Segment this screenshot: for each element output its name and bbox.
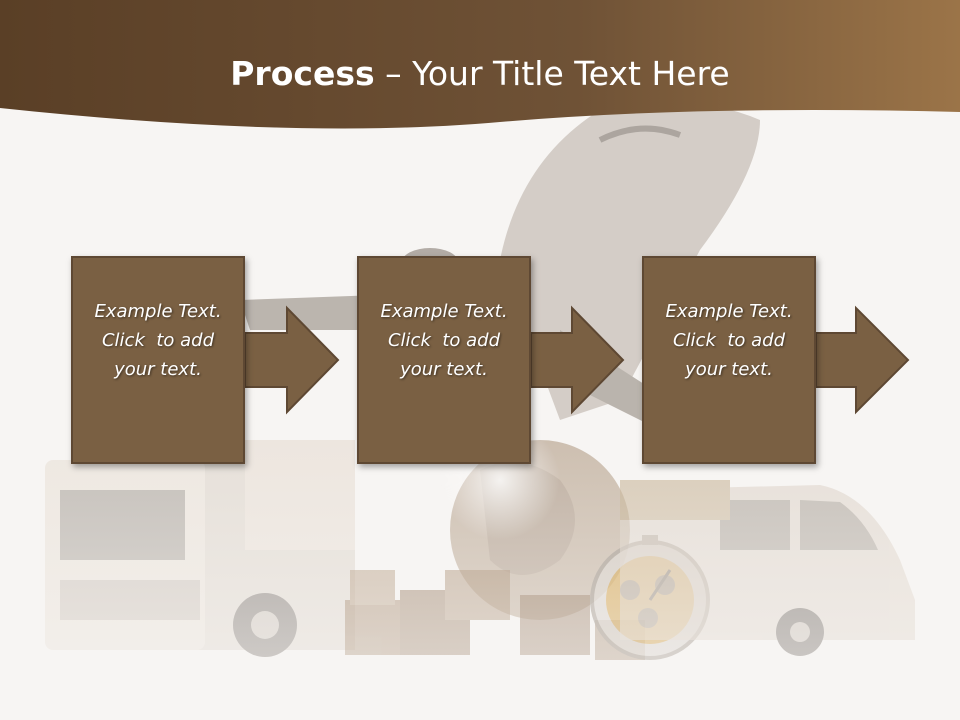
process-arrow: [530, 305, 625, 415]
step-line: your text.: [400, 358, 488, 380]
step-text[interactable]: Example Text. Click to add your text.: [654, 297, 804, 384]
header-band: [0, 0, 960, 129]
step-line: Click to add: [101, 329, 214, 351]
step-line: Example Text.: [380, 300, 508, 322]
step-text[interactable]: Example Text. Click to add your text.: [369, 297, 519, 384]
step-line: Example Text.: [665, 300, 793, 322]
step-line: Click to add: [672, 329, 785, 351]
step-line: Click to add: [387, 329, 500, 351]
title-rest: – Your Title Text Here: [374, 54, 730, 93]
process-step-box[interactable]: Example Text. Click to add your text.: [357, 256, 531, 464]
step-line: Example Text.: [94, 300, 222, 322]
step-text[interactable]: Example Text. Click to add your text.: [83, 297, 233, 384]
process-step-box[interactable]: Example Text. Click to add your text.: [71, 256, 245, 464]
step-line: your text.: [114, 358, 202, 380]
title-bold: Process: [230, 54, 375, 93]
process-step-box[interactable]: Example Text. Click to add your text.: [642, 256, 816, 464]
process-arrow: [244, 305, 340, 415]
process-arrow: [815, 305, 910, 415]
step-line: your text.: [685, 358, 773, 380]
slide-title[interactable]: Process – Your Title Text Here: [0, 52, 960, 96]
